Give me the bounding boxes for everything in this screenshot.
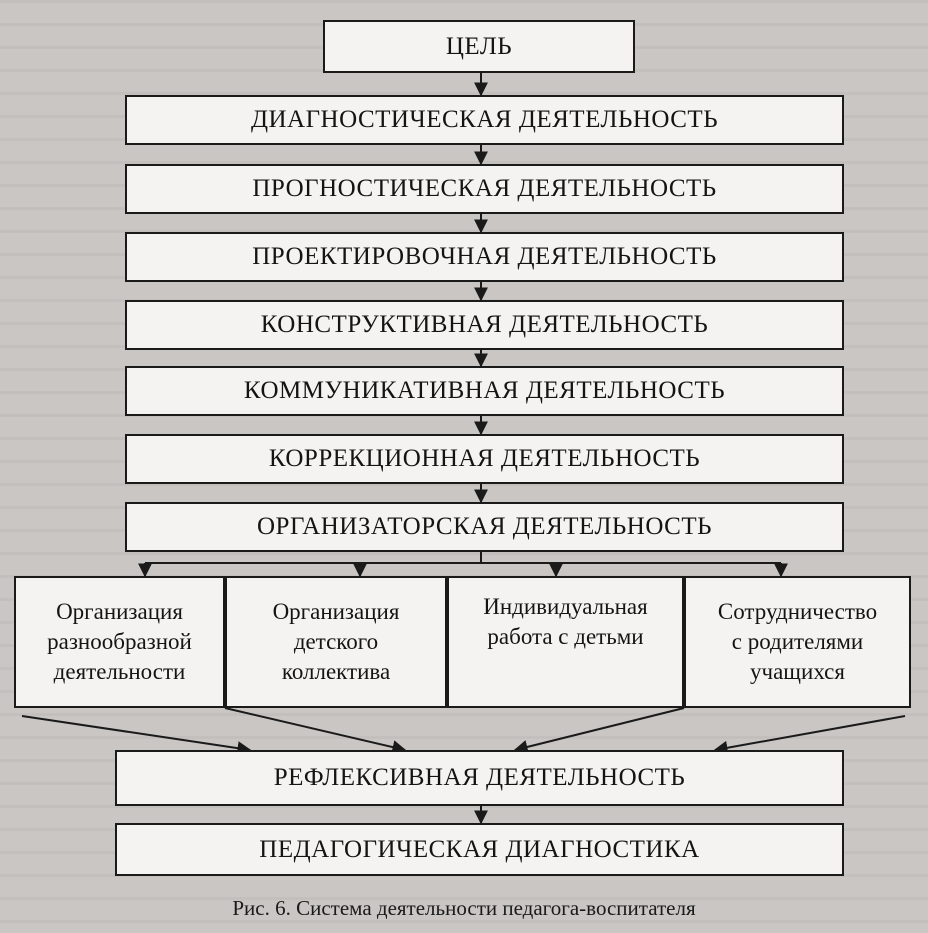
stage-label: ОРГАНИЗАТОРСКАЯ ДЕЯТЕЛЬНОСТЬ [256, 513, 712, 540]
final-box: ПЕДАГОГИЧЕСКАЯ ДИАГНОСТИКА [115, 823, 844, 876]
stage-box-diagnostic: ДИАГНОСТИЧЕСКАЯ ДЕЯТЕЛЬНОСТЬ [125, 95, 844, 145]
stage-label: ПРОГНОСТИЧЕСКАЯ ДЕЯТЕЛЬНОСТЬ [252, 175, 717, 202]
branch-line: с родителями [731, 629, 864, 654]
converge-arrow [224, 707, 407, 754]
converge-arrow [713, 715, 906, 755]
stage-box-constructive: КОНСТРУКТИВНАЯ ДЕЯТЕЛЬНОСТЬ [125, 300, 844, 350]
branch-box-individual-work: Индивидуальная работа с детьми [447, 576, 684, 708]
branch-line: деятельности [53, 659, 186, 684]
branch-box-children-collective: Организация детского коллектива [225, 576, 447, 708]
converge-arrow [21, 715, 252, 756]
stage-label: ДИАГНОСТИЧЕСКАЯ ДЕЯТЕЛЬНОСТЬ [250, 106, 719, 133]
arrow-group [21, 73, 906, 825]
branch-line: детского [293, 629, 379, 654]
figure-caption: Рис. 6. Система деятельности педагога-во… [232, 896, 696, 920]
branch-box-varied-activity: Организация разнообразной деятельности [14, 576, 225, 708]
stage-label: КОРРЕКЦИОННАЯ ДЕЯТЕЛЬНОСТЬ [268, 445, 701, 472]
stage-label: КОНСТРУКТИВНАЯ ДЕЯТЕЛЬНОСТЬ [260, 311, 709, 338]
final-label: ПЕДАГОГИЧЕСКАЯ ДИАГНОСТИКА [259, 835, 700, 863]
branch-line: Организация [56, 599, 183, 624]
branch-line: учащихся [750, 659, 845, 684]
stage-box-prognostic: ПРОГНОСТИЧЕСКАЯ ДЕЯТЕЛЬНОСТЬ [125, 164, 844, 214]
stage-box-correctional: КОРРЕКЦИОННАЯ ДЕЯТЕЛЬНОСТЬ [125, 434, 844, 484]
branch-box-parents-cooperation: Сотрудничество с родителями учащихся [684, 576, 911, 708]
stage-box-communicative: КОММУНИКАТИВНАЯ ДЕЯТЕЛЬНОСТЬ [125, 366, 844, 416]
branch-line: разнообразной [47, 629, 192, 654]
goal-label: ЦЕЛЬ [445, 32, 513, 60]
stage-box-design: ПРОЕКТИРОВОЧНАЯ ДЕЯТЕЛЬНОСТЬ [125, 232, 844, 282]
stage-label: ПРОЕКТИРОВОЧНАЯ ДЕЯТЕЛЬНОСТЬ [252, 243, 717, 270]
branch-line: Сотрудничество [717, 599, 878, 624]
reflexive-box: РЕФЛЕКСИВНАЯ ДЕЯТЕЛЬНОСТЬ [115, 750, 844, 806]
branch-line: Организация [272, 599, 400, 624]
branch-line: работа с детьми [487, 624, 644, 649]
converge-arrow [513, 707, 685, 754]
reflexive-label: РЕФЛЕКСИВНАЯ ДЕЯТЕЛЬНОСТЬ [273, 764, 686, 791]
stage-box-organizational: ОРГАНИЗАТОРСКАЯ ДЕЯТЕЛЬНОСТЬ [125, 502, 844, 552]
branch-line: коллектива [281, 659, 391, 684]
goal-box: ЦЕЛЬ [323, 20, 635, 73]
branch-line: Индивидуальная [483, 594, 648, 619]
stage-label: КОММУНИКАТИВНАЯ ДЕЯТЕЛЬНОСТЬ [243, 377, 726, 404]
